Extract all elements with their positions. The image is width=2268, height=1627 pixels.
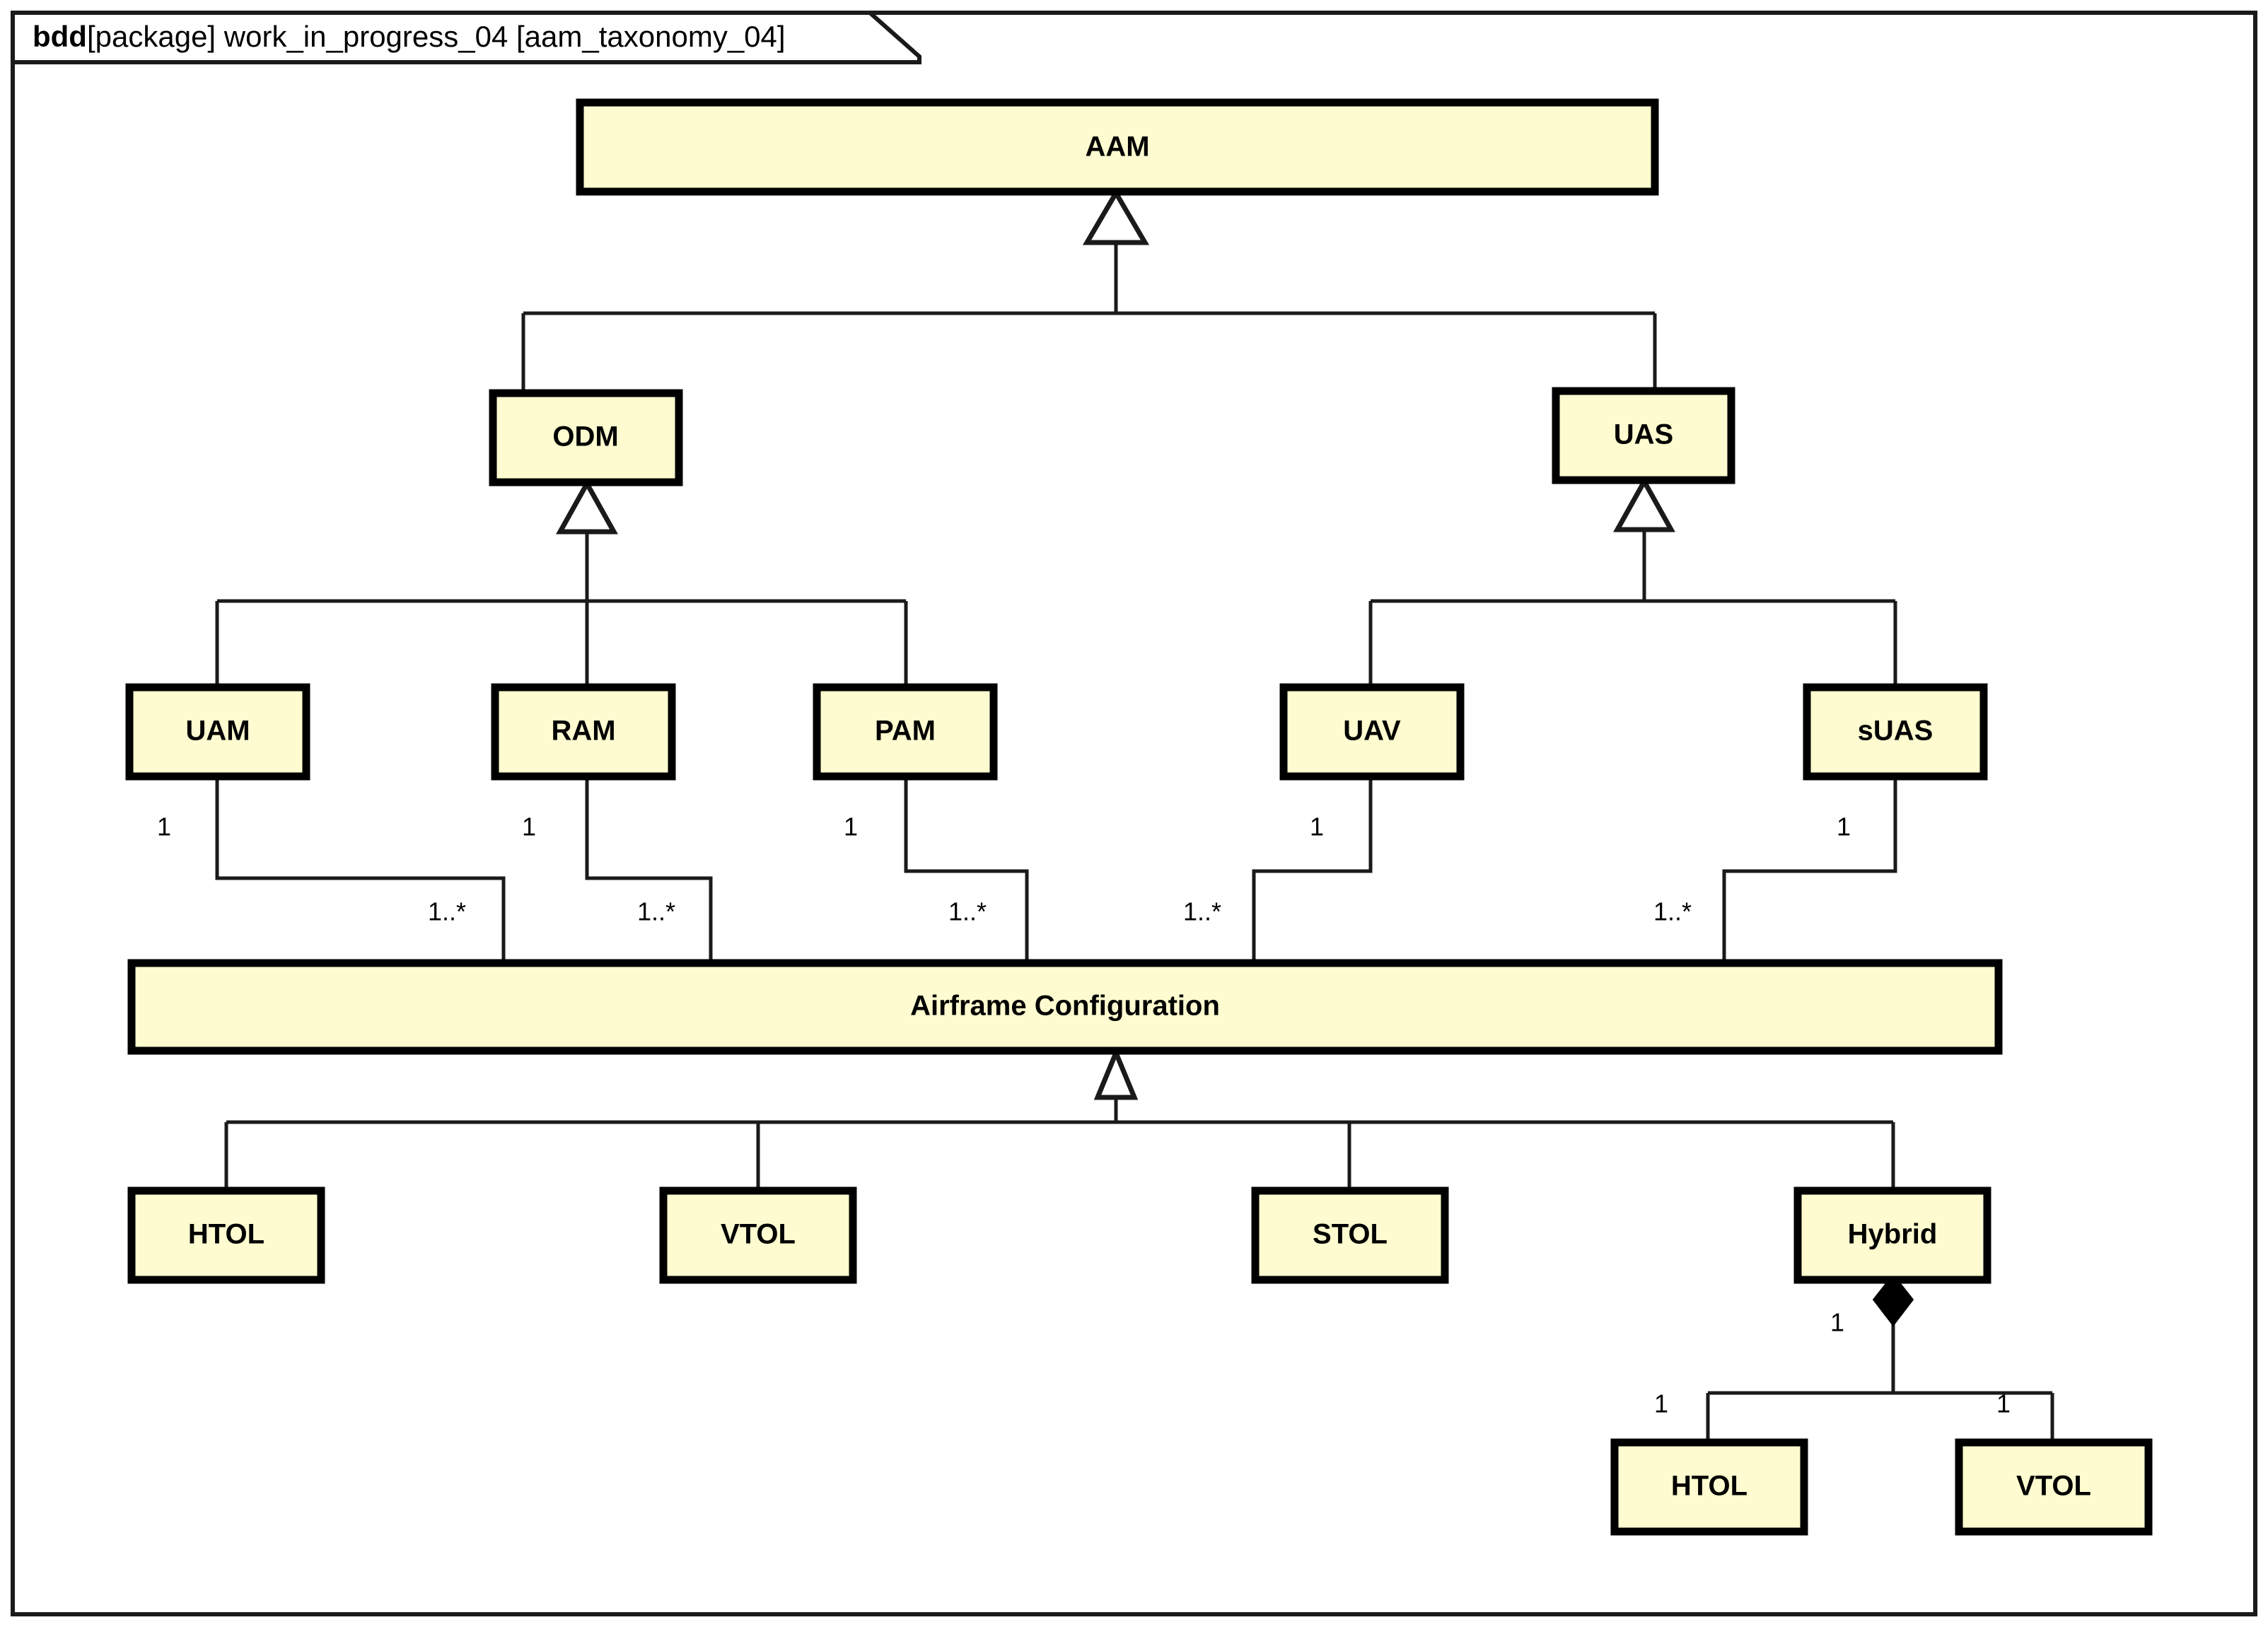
block-suas[interactable]: sUAS (1803, 683, 1988, 781)
block-hybrid-vtol-box[interactable] (1955, 1438, 2153, 1536)
multiplicity-pam-one: 1 (844, 812, 858, 841)
multiplicity-pam-many: 1..* (948, 897, 987, 926)
multiplicity-hybrid-vtol-one: 1 (1996, 1389, 2011, 1418)
block-aam-label: AAM (1085, 132, 1149, 163)
block-airframe-configuration-box[interactable] (127, 959, 2003, 1055)
generalization-odm (215, 478, 908, 687)
association-pam-airframe (904, 776, 1029, 963)
multiplicity-uav-many: 1..* (1183, 897, 1221, 926)
block-uas-label: UAS (1614, 419, 1673, 450)
block-hybrid-box[interactable] (1793, 1186, 1991, 1284)
block-hybrid-label: Hybrid (1848, 1219, 1938, 1250)
comp-hybrid-diamond-icon (1872, 1273, 1914, 1327)
block-hybrid[interactable]: Hybrid (1793, 1186, 1991, 1284)
block-ram[interactable]: RAM (491, 683, 676, 781)
block-hybrid-htol[interactable]: HTOL (1610, 1438, 1808, 1536)
block-suas-label: sUAS (1858, 716, 1933, 747)
frame-title-rest: [package] work_in_progress_04 [aam_taxon… (87, 20, 786, 53)
association-uav-airframe (1252, 776, 1373, 963)
multiplicity-uam-many: 1..* (428, 897, 466, 926)
block-stol-box[interactable] (1251, 1186, 1449, 1284)
block-uam[interactable]: UAM (125, 683, 310, 781)
block-aam-box[interactable] (576, 98, 1659, 196)
block-hybrid-htol-box[interactable] (1610, 1438, 1808, 1536)
block-uam-label: UAM (185, 716, 250, 747)
block-ram-box[interactable] (491, 683, 676, 781)
block-pam-box[interactable] (813, 683, 998, 781)
block-odm-label: ODM (552, 421, 618, 453)
assoc-uav-path (1252, 776, 1373, 963)
multiplicity-uav-one: 1 (1310, 812, 1324, 841)
multiplicity-suas-one: 1 (1837, 812, 1851, 841)
frame-title-text: bdd[package] work_in_progress_04 [aam_ta… (33, 20, 786, 53)
block-ram-label: RAM (551, 716, 615, 747)
block-vtol[interactable]: VTOL (659, 1186, 857, 1284)
block-pam-label: PAM (875, 716, 936, 747)
generalization-uas (1368, 476, 1897, 687)
block-stol[interactable]: STOL (1251, 1186, 1449, 1284)
gen-airframe-arrowhead-icon (1093, 1046, 1139, 1100)
assoc-uam-path (215, 776, 506, 963)
multiplicity-suas-many: 1..* (1653, 897, 1692, 926)
block-odm-box[interactable] (489, 389, 683, 486)
block-uas-box[interactable] (1552, 387, 1735, 484)
block-odm[interactable]: ODM (489, 389, 683, 486)
assoc-ram-path (585, 776, 713, 963)
multiplicity-hybrid-htol-one: 1 (1654, 1389, 1668, 1418)
generalization-aam (521, 188, 1657, 393)
composition-hybrid (1706, 1273, 2054, 1442)
block-stol-label: STOL (1313, 1219, 1388, 1250)
block-vtol-label: VTOL (721, 1219, 796, 1250)
gen-aam-arrowhead-icon (1082, 188, 1150, 245)
block-hybrid-vtol[interactable]: VTOL (1955, 1438, 2153, 1536)
multiplicity-ram-one: 1 (522, 812, 536, 841)
diagram-frame (11, 11, 2257, 1616)
block-pam[interactable]: PAM (813, 683, 998, 781)
block-uav[interactable]: UAV (1279, 683, 1465, 781)
block-airframe-configuration[interactable]: Airframe Configuration (127, 959, 2003, 1055)
association-ram-airframe (585, 776, 713, 963)
block-htol-label: HTOL (188, 1219, 264, 1250)
block-uav-box[interactable] (1279, 683, 1465, 781)
association-suas-airframe (1722, 776, 1897, 963)
block-aam[interactable]: AAM (576, 98, 1659, 196)
assoc-pam-path (904, 776, 1029, 963)
block-uav-label: UAV (1343, 716, 1401, 747)
gen-odm-arrowhead-icon (556, 478, 618, 535)
block-uam-box[interactable] (125, 683, 310, 781)
multiplicity-uam-one: 1 (157, 812, 171, 841)
association-uam-airframe (215, 776, 506, 963)
block-airframe-configuration-label: Airframe Configuration (910, 991, 1220, 1022)
gen-uas-arrowhead-icon (1613, 476, 1675, 532)
block-vtol-box[interactable] (659, 1186, 857, 1284)
block-hybrid-htol-label: HTOL (1671, 1471, 1747, 1502)
block-htol[interactable]: HTOL (127, 1186, 325, 1284)
multiplicity-ram-many: 1..* (637, 897, 675, 926)
multiplicity-hybrid-one: 1 (1830, 1308, 1844, 1337)
block-htol-box[interactable] (127, 1186, 325, 1284)
frame-title-tab (11, 11, 921, 64)
assoc-suas-path (1722, 776, 1897, 963)
block-uas[interactable]: UAS (1552, 387, 1735, 484)
generalization-airframe (224, 1046, 1895, 1191)
block-suas-box[interactable] (1803, 683, 1988, 781)
frame-title-kind: bdd (33, 20, 87, 53)
block-hybrid-vtol-label: VTOL (2016, 1471, 2091, 1502)
